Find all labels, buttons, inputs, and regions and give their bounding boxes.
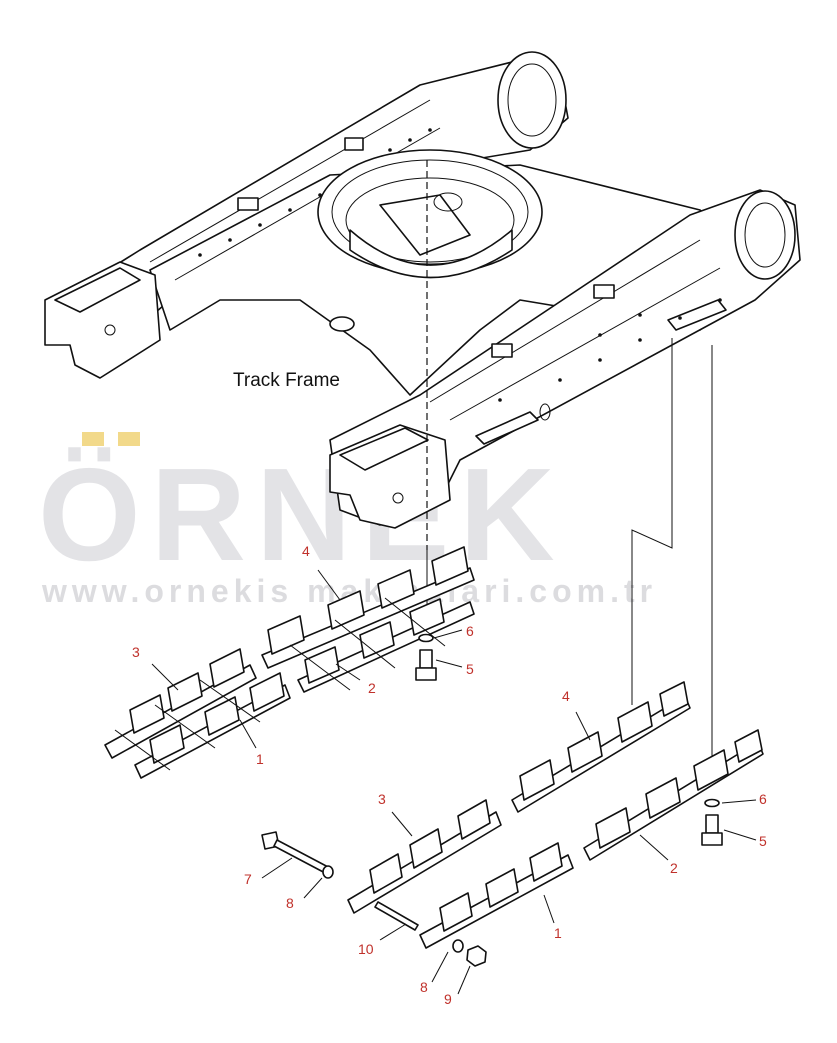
bottom-bolt-7 [261,831,331,875]
front-end-ring [734,190,796,280]
callout-numbers: 4 2 6 5 3 1 4 6 5 2 3 1 7 8 10 8 9 [132,543,767,1007]
frame-bolt-holes [198,128,722,402]
track-frame-caption: Track Frame [233,370,340,391]
beam-edge-line [149,99,721,421]
bottom-nut-9 [466,945,487,967]
frame-center-plate [149,164,761,396]
callout-left-upper-6: 6 [466,623,474,639]
frame-pad [593,284,615,299]
frame-slot [667,299,727,331]
swing-circle [317,149,543,279]
right-guard-lower-2 [583,729,764,861]
callout-right-lower-2: 2 [670,860,678,876]
front-idler-yoke [329,424,451,529]
callout-leaders [151,569,757,995]
left-bolt-5 [415,649,437,681]
callout-left-upper-4: 4 [302,543,310,559]
callout-bottom-9: 9 [444,991,452,1007]
callout-bottom-8a: 8 [286,895,294,911]
watermark-umlaut-left [82,432,104,446]
callout-bottom-3: 3 [378,791,386,807]
callout-left-upper-2: 2 [368,680,376,696]
callout-left-lower-1: 1 [256,751,264,767]
frame-pad [491,343,513,358]
callout-right-upper-4: 4 [562,688,570,704]
bottom-guard-lower-1 [419,842,574,949]
watermark-brand: ÖRNEK [38,441,565,588]
left-guard-lower-1 [114,672,291,779]
rear-end-ring [497,51,567,149]
left-washer-6 [418,633,434,643]
right-bolt-5 [701,814,723,846]
bottom-washer-8a [322,865,334,879]
rear-idler-yoke [44,261,161,379]
right-guard-upper-4 [511,681,691,813]
frame-pad [237,197,259,211]
track-frame [44,51,801,529]
left-guard-upper-3 [104,648,257,759]
callout-bottom-8b: 8 [420,979,428,995]
frame-pad [344,137,364,151]
frame-boss [329,316,355,332]
callout-right-upper-5: 5 [759,833,767,849]
watermark-umlaut-right [118,432,140,446]
callout-bottom-7: 7 [244,871,252,887]
bottom-rod-10 [374,901,419,931]
right-washer-6 [704,798,720,808]
left-guard-upper-4 [261,546,475,669]
frame-hole [539,403,551,421]
callout-left-upper-5: 5 [466,661,474,677]
callout-bottom-10: 10 [358,941,374,957]
callout-right-upper-6: 6 [759,791,767,807]
watermark: ÖRNEK www.ornekis makinalari.com.tr [38,432,652,609]
bottom-washer-8b [452,939,464,953]
frame-slot [475,411,539,445]
callout-left-lower-3: 3 [132,644,140,660]
bottom-guard-upper-3 [347,799,502,914]
callout-bottom-1: 1 [554,925,562,941]
